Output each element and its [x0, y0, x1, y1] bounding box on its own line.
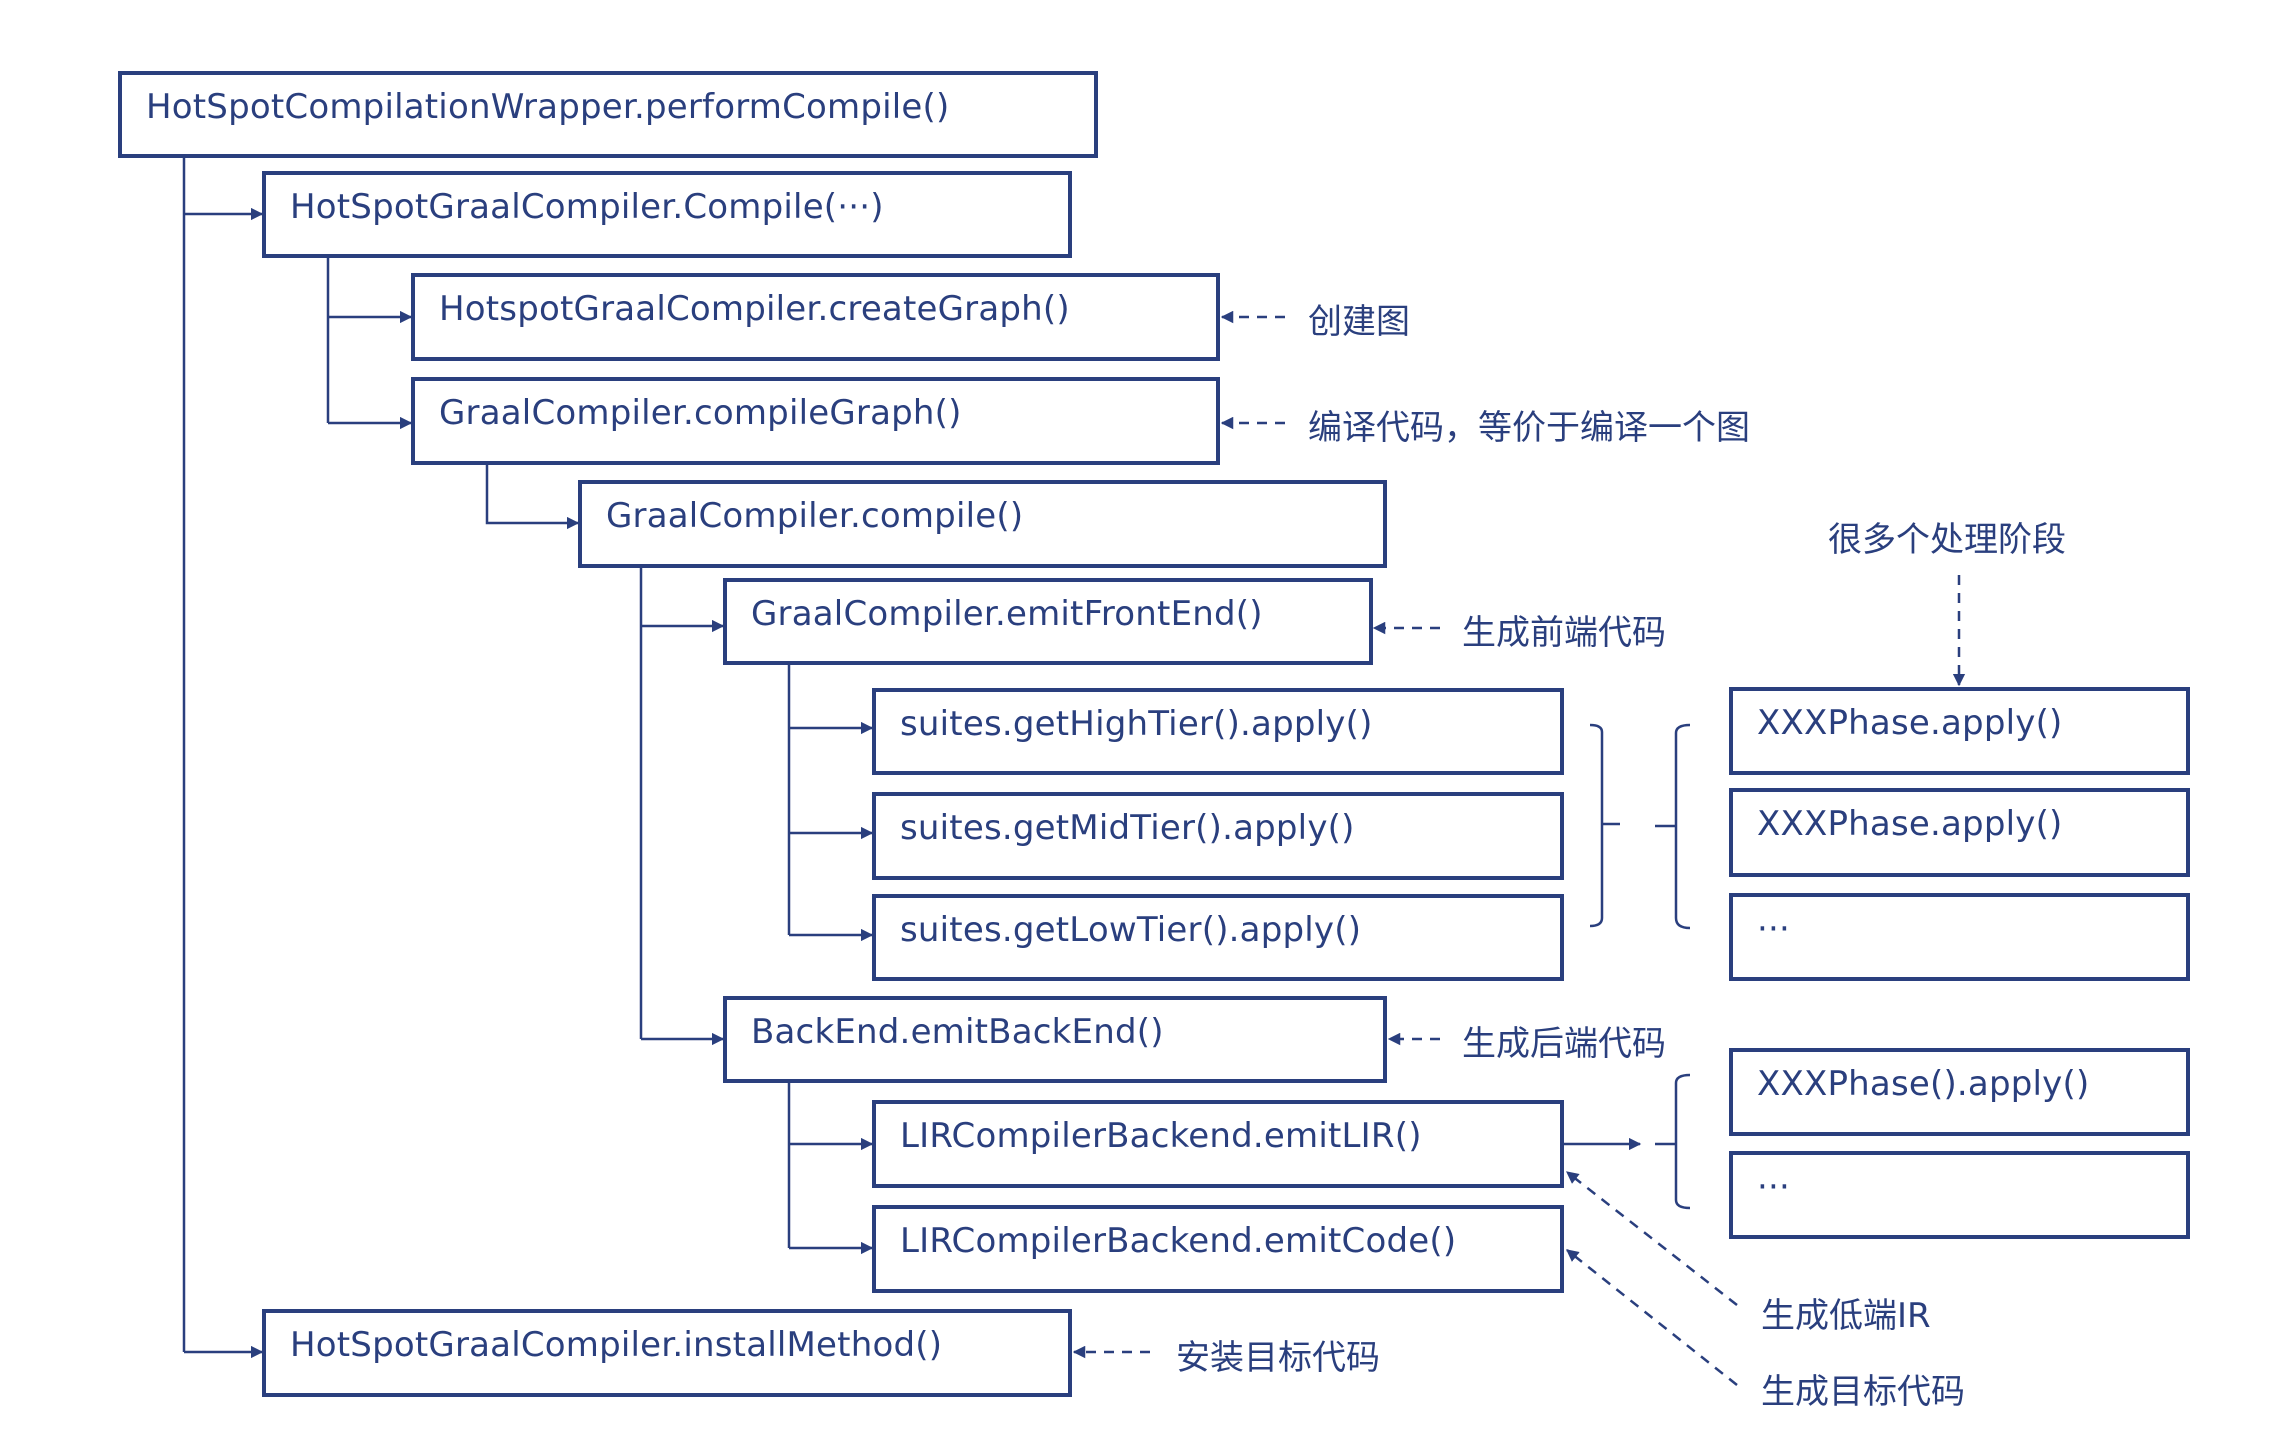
- node-phase-2: XXXPhase.apply(): [1729, 788, 2190, 877]
- node-high-tier: suites.getHighTier().apply(): [872, 688, 1564, 775]
- node-perform-compile: HotSpotCompilationWrapper.performCompile…: [118, 71, 1098, 158]
- node-label: XXXPhase.apply(): [1757, 804, 2063, 844]
- note-phases: 很多个处理阶段: [1828, 520, 2066, 560]
- note-back-end: 生成后端代码: [1462, 1024, 1666, 1064]
- node-compile-graph: GraalCompiler.compileGraph(): [411, 377, 1220, 465]
- node-label: XXXPhase.apply(): [1757, 703, 2063, 743]
- dashed-arrow-low-ir: [1566, 1171, 1738, 1306]
- node-lir-phase-2: ···: [1729, 1151, 2190, 1239]
- trunk-compile-graph: [485, 465, 580, 530]
- node-emit-code: LIRCompilerBackend.emitCode(): [872, 1205, 1564, 1293]
- node-label: GraalCompiler.compile(): [606, 496, 1024, 536]
- brace-lir-phases-left: [1655, 1073, 1691, 1210]
- node-label: LIRCompilerBackend.emitCode(): [900, 1221, 1457, 1261]
- node-label: suites.getHighTier().apply(): [900, 704, 1373, 744]
- node-label: HotSpotCompilationWrapper.performCompile…: [146, 87, 950, 127]
- node-label: suites.getMidTier().apply(): [900, 808, 1355, 848]
- node-low-tier: suites.getLowTier().apply(): [872, 894, 1564, 981]
- brace-phases-left: [1655, 723, 1691, 930]
- node-label: GraalCompiler.emitFrontEnd(): [751, 594, 1263, 634]
- node-emit-lir: LIRCompilerBackend.emitLIR(): [872, 1100, 1564, 1188]
- dashed-arrow-target-code: [1566, 1249, 1738, 1386]
- node-label: ···: [1757, 1167, 1791, 1207]
- note-front-end: 生成前端代码: [1462, 613, 1666, 653]
- node-label: suites.getLowTier().apply(): [900, 910, 1362, 950]
- node-label: HotSpotGraalCompiler.installMethod(): [290, 1325, 943, 1365]
- node-emit-back-end: BackEnd.emitBackEnd(): [723, 996, 1387, 1083]
- node-label: HotspotGraalCompiler.createGraph(): [439, 289, 1070, 329]
- note-install: 安装目标代码: [1176, 1338, 1380, 1378]
- node-label: XXXPhase().apply(): [1757, 1064, 2090, 1104]
- node-graal-compile: GraalCompiler.compile(): [578, 480, 1387, 568]
- node-label: GraalCompiler.compileGraph(): [439, 393, 962, 433]
- note-compile-graph: 编译代码，等价于编译一个图: [1308, 408, 1750, 448]
- node-install-method: HotSpotGraalCompiler.installMethod(): [262, 1309, 1072, 1397]
- node-emit-front-end: GraalCompiler.emitFrontEnd(): [723, 578, 1373, 665]
- node-lir-phase-1: XXXPhase().apply(): [1729, 1048, 2190, 1136]
- node-label: HotSpotGraalCompiler.Compile(···): [290, 187, 884, 227]
- node-hotspot-compile: HotSpotGraalCompiler.Compile(···): [262, 171, 1072, 258]
- node-phase-1: XXXPhase.apply(): [1729, 687, 2190, 775]
- node-phase-3: ···: [1729, 893, 2190, 981]
- node-label: BackEnd.emitBackEnd(): [751, 1012, 1164, 1052]
- note-low-ir: 生成低端IR: [1761, 1296, 1931, 1336]
- node-mid-tier: suites.getMidTier().apply(): [872, 792, 1564, 880]
- node-label: ···: [1757, 909, 1791, 949]
- brace-tiers-right: [1589, 723, 1620, 928]
- note-create-graph: 创建图: [1308, 302, 1410, 342]
- node-create-graph: HotspotGraalCompiler.createGraph(): [411, 273, 1220, 361]
- note-target-code: 生成目标代码: [1761, 1372, 1965, 1412]
- node-label: LIRCompilerBackend.emitLIR(): [900, 1116, 1422, 1156]
